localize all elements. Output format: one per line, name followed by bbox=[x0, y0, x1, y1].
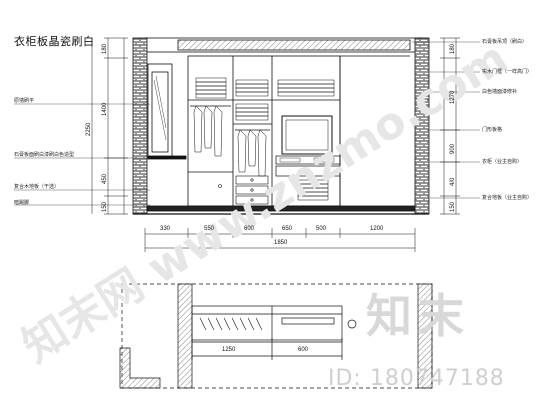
dim-width-1: 330 bbox=[160, 226, 171, 232]
label-door-panel: 门形板格 bbox=[482, 127, 503, 133]
dim-width-5: 500 bbox=[316, 226, 327, 232]
folded-clothes-stack bbox=[195, 77, 335, 201]
plan-hangers bbox=[199, 317, 263, 331]
dim-width-4: 650 bbox=[282, 226, 293, 232]
ceiling-beam bbox=[177, 39, 411, 51]
label-wall-finish: 原墙刷平 bbox=[14, 98, 35, 104]
label-gypsum-board: 石膏板面刷白漆刷白色造型 bbox=[14, 152, 75, 158]
dim-left-top: 180 bbox=[102, 43, 108, 54]
label-flooring: 复合地板（业主自购） bbox=[482, 195, 533, 201]
left-leaders bbox=[14, 103, 150, 206]
drawers bbox=[218, 175, 269, 205]
right-dimension-chain bbox=[440, 37, 460, 215]
dim-right-lower: 4/0 bbox=[450, 177, 456, 186]
label-wood-floor: 复合木地板（干选） bbox=[14, 184, 60, 190]
dim-width-2: 550 bbox=[204, 226, 215, 232]
dim-right-upper: 1270 bbox=[450, 90, 456, 104]
plan-view bbox=[119, 283, 433, 389]
label-wardrobe: 衣柜（业主自购） bbox=[482, 159, 523, 165]
plan-dim-1: 1250 bbox=[222, 347, 236, 353]
drawing-title: 衣柜板晶瓷刷白 bbox=[14, 36, 95, 48]
plan-wall-left bbox=[177, 283, 193, 389]
dim-right-mid: 900 bbox=[450, 143, 456, 154]
mirror-glass bbox=[151, 71, 169, 153]
plan-dim-2: 600 bbox=[298, 347, 309, 353]
dim-left-base: 150 bbox=[102, 201, 108, 212]
watermark-id: ID: 180747188 bbox=[328, 366, 505, 391]
shelf-ledge bbox=[147, 155, 187, 160]
label-wall-paint: 白色墙面漆修补 bbox=[482, 89, 518, 95]
plan-wall-right bbox=[417, 283, 433, 389]
dim-left-total: 2250 bbox=[86, 122, 92, 136]
dim-left-upper: 1400 bbox=[102, 102, 108, 116]
dim-total-width: 1850 bbox=[274, 240, 288, 246]
left-brick-wall bbox=[132, 37, 148, 215]
dim-width-3: 600 bbox=[244, 226, 255, 232]
dim-right-top: 180 bbox=[450, 43, 456, 54]
dim-width-6: 1200 bbox=[370, 226, 384, 232]
plan-corner-wall bbox=[119, 347, 161, 389]
label-door-frame: 实木门框（一样高门） bbox=[482, 69, 533, 75]
elevation-view bbox=[132, 37, 430, 215]
dim-right-base: 150 bbox=[450, 201, 456, 212]
watermark-logo: 知末 bbox=[366, 289, 470, 343]
label-ceiling: 石膏板吊顶（刷白） bbox=[482, 39, 528, 45]
bottom-dimension-chain bbox=[144, 228, 416, 252]
dim-left-lower: 450 bbox=[102, 173, 108, 184]
left-dimension-chain bbox=[91, 37, 128, 215]
label-skirting: 暗踢脚 bbox=[14, 200, 30, 206]
plan-wardrobe bbox=[191, 305, 343, 341]
plan-tv bbox=[281, 317, 335, 325]
plan-fixture bbox=[347, 319, 357, 329]
